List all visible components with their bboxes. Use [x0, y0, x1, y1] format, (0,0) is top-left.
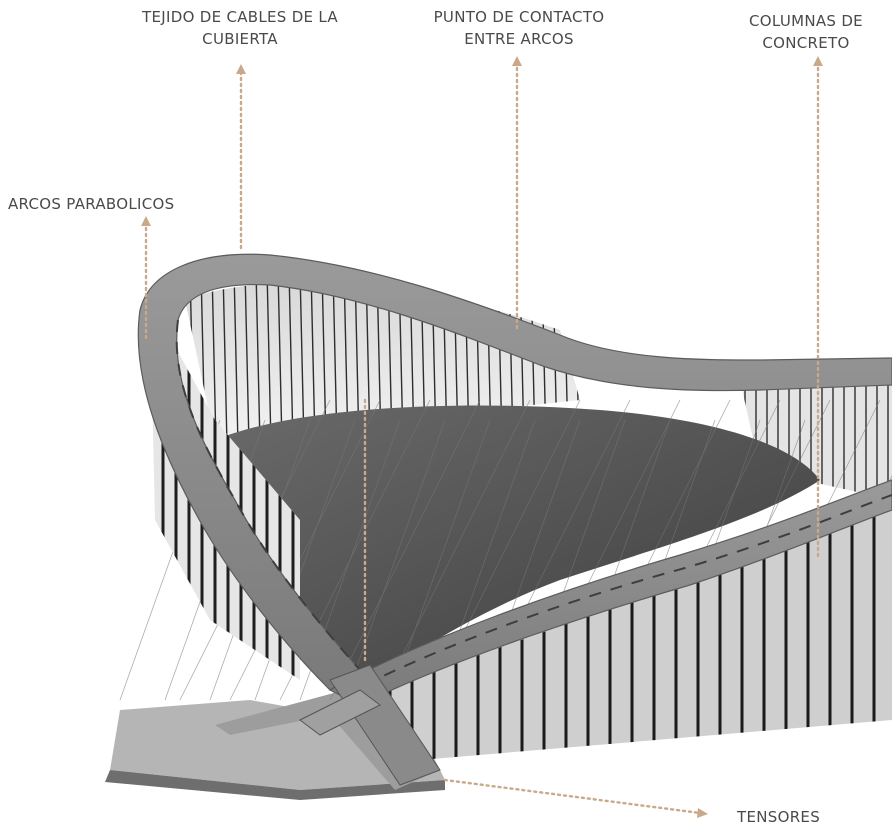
cable-line — [244, 283, 250, 440]
leader-arrowheads — [141, 56, 823, 818]
arrow-arcos — [141, 216, 151, 226]
label-arcos-parabolicos: ARCOS PARABOLICOS — [8, 193, 174, 215]
label-columnas-de-concreto: COLUMNAS DE CONCRETO — [720, 10, 892, 54]
label-columnas-line-2: CONCRETO — [762, 34, 850, 52]
roof-grid-line — [379, 399, 531, 701]
label-punto-line-1: PUNTO DE CONTACTO — [433, 8, 605, 26]
cable-line — [233, 283, 239, 440]
cable-line — [211, 283, 217, 440]
arrow-tejido — [236, 64, 246, 74]
parabolic-arch-left — [137, 253, 892, 691]
label-tejido-de-cables: TEJIDO DE CABLES DE LA CUBIERTA — [105, 6, 375, 50]
cable-line — [299, 283, 305, 440]
label-tejido-line-1: TEJIDO DE CABLES DE LA — [142, 8, 338, 26]
arrow-columnas — [813, 56, 823, 66]
label-columnas-line-1: COLUMNAS DE — [749, 12, 863, 30]
cable-line — [266, 283, 272, 440]
arrow-punto — [512, 56, 522, 66]
arrow-tensores — [697, 808, 708, 818]
label-tensores-text: TENSORES — [737, 808, 821, 826]
label-arcos-text: ARCOS PARABOLICOS — [8, 195, 175, 213]
cable-line — [222, 283, 228, 440]
parabolic-arch-front — [328, 479, 892, 706]
arch-contact-point — [299, 664, 441, 786]
roof-grid-line — [329, 399, 481, 701]
leader-lines — [144, 60, 820, 815]
leader-tensores — [443, 778, 702, 815]
cable-line — [255, 283, 261, 440]
roof-grid-line — [344, 419, 446, 701]
cable-line — [277, 283, 283, 440]
label-tejido-line-2: CUBIERTA — [202, 30, 278, 48]
label-punto-line-2: ENTRE ARCOS — [464, 30, 574, 48]
label-tensores: TENSORES — [737, 806, 820, 828]
cable-line — [288, 283, 294, 440]
label-punto-de-contacto: PUNTO DE CONTACTO ENTRE ARCOS — [385, 6, 653, 50]
